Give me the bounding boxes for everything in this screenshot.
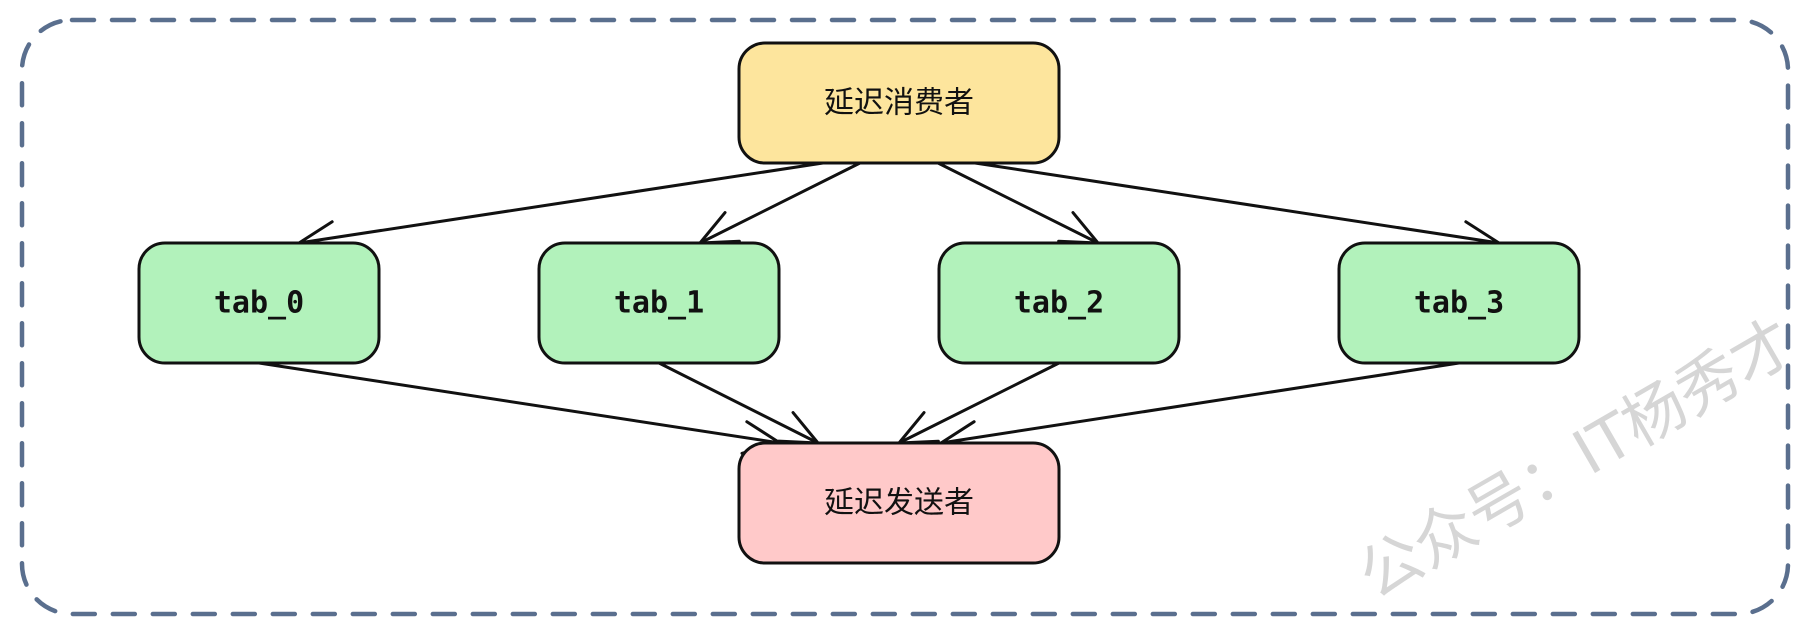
edges	[257, 161, 1501, 455]
node-delay-consumer[interactable]: 延迟消费者	[737, 41, 1061, 165]
edge-consumer-to-tab2	[936, 161, 1100, 245]
edge-tab1-to-sender	[657, 361, 820, 445]
edge-tab3-to-sender	[939, 361, 1461, 455]
node-tab-1-label: tab_1	[614, 286, 704, 321]
node-tab-1[interactable]: tab_1	[537, 241, 781, 365]
node-delay-sender[interactable]: 延迟发送者	[737, 441, 1061, 565]
node-tab-0[interactable]: tab_0	[137, 241, 381, 365]
node-tab-3[interactable]: tab_3	[1337, 241, 1581, 365]
edge-tab2-to-sender	[897, 361, 1061, 445]
edge-tab0-to-sender	[257, 361, 782, 455]
node-tab-2-label: tab_2	[1014, 286, 1104, 321]
node-tab-3-label: tab_3	[1414, 286, 1504, 321]
edge-consumer-to-tab3	[973, 161, 1501, 255]
node-tab-2[interactable]: tab_2	[937, 241, 1181, 365]
node-delay-consumer-label: 延迟消费者	[824, 86, 974, 121]
node-delay-sender-label: 延迟发送者	[824, 486, 974, 521]
edge-consumer-to-tab1	[698, 161, 862, 245]
node-tab-0-label: tab_0	[214, 286, 304, 321]
edge-consumer-to-tab0	[297, 161, 825, 255]
